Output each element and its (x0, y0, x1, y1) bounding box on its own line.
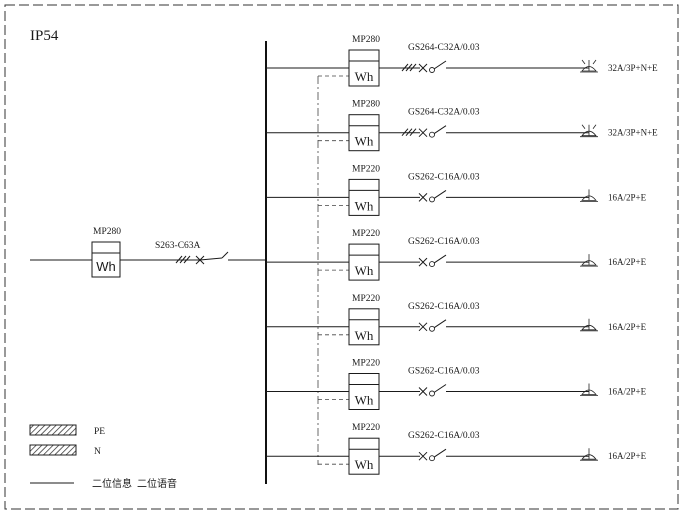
meter-symbol: Wh (355, 134, 374, 149)
incoming-breaker-poles (175, 255, 191, 264)
pole-tick (409, 128, 417, 137)
socket-icon (580, 383, 598, 396)
incoming-meter: MP280 Wh (91, 227, 121, 278)
meter-symbol: Wh (355, 69, 374, 84)
socket-rating: 16A/2P+E (608, 387, 647, 397)
breaker-blade (433, 319, 447, 329)
legend: PE N 二位信息 二位语音 (29, 424, 177, 490)
circuit-group: MP280WhGS264-C32A/0.0332A/3P+N+EMP280WhG… (266, 35, 658, 475)
breaker-cross (418, 257, 428, 267)
socket-rating: 16A/2P+E (608, 451, 647, 461)
socket-rating: 32A/3P+N+E (608, 128, 658, 138)
breaker-cross (418, 451, 428, 461)
breaker-contact (429, 455, 435, 462)
enclosure-label: IP54 (30, 28, 59, 44)
breaker-model: GS262-C16A/0.03 (408, 302, 480, 312)
breaker-model: GS262-C16A/0.03 (408, 237, 480, 247)
breaker-contact (429, 261, 435, 268)
socket-rating: 16A/2P+E (608, 192, 647, 202)
socket-rating: 32A/3P+N+E (608, 63, 658, 73)
breaker-contact (429, 131, 435, 138)
enclosure-border (4, 4, 679, 510)
meter-symbol: Wh (355, 198, 374, 213)
breaker-model: GS264-C32A/0.03 (408, 43, 480, 53)
pole-tick (409, 63, 417, 72)
socket-icon (580, 189, 598, 202)
n-swatch (29, 444, 77, 456)
meter-symbol: Wh (355, 263, 374, 278)
socket-rating: 16A/2P+E (608, 257, 647, 267)
socket-icon (580, 59, 598, 73)
incoming-meter-symbol: Wh (96, 259, 116, 274)
socket-icon (580, 254, 598, 267)
meter-symbol: Wh (355, 457, 374, 472)
breaker-blade (433, 448, 447, 458)
pole-tick (405, 63, 413, 72)
pe-label: PE (94, 427, 105, 437)
meter-symbol: Wh (355, 328, 374, 343)
breaker-blade (433, 125, 447, 135)
breaker-cross (418, 387, 428, 396)
pole-tick (401, 128, 409, 137)
breaker-blade (433, 384, 447, 393)
breaker-model: GS264-C32A/0.03 (408, 108, 480, 118)
breaker-model: GS262-C16A/0.03 (408, 431, 480, 441)
meter-model: MP280 (352, 35, 380, 45)
incoming-meter-model: MP280 (93, 227, 121, 237)
breaker-contact (429, 325, 435, 332)
meter-model: MP220 (352, 294, 380, 304)
socket-icon (580, 318, 598, 332)
incoming-breaker-model: S263-C63A (155, 241, 201, 251)
pe-swatch (29, 424, 77, 436)
meter-model: MP220 (352, 229, 380, 239)
breaker-blade (433, 60, 447, 70)
breaker-contact (429, 390, 435, 397)
breaker-cross (418, 322, 428, 332)
breaker-contact (429, 196, 435, 203)
meter-model: MP220 (352, 423, 380, 433)
meter-symbol: Wh (355, 393, 374, 408)
breaker-blade (433, 189, 447, 199)
socket-icon (580, 448, 598, 461)
pole-tick (401, 63, 409, 72)
socket-rating: 16A/2P+E (608, 322, 647, 332)
breaker-model: GS262-C16A/0.03 (408, 367, 480, 377)
incoming-breaker-switch (195, 251, 229, 265)
socket-icon (580, 124, 598, 138)
meter-model: MP280 (352, 100, 380, 110)
meter-model: MP220 (352, 164, 380, 174)
breaker-blade (433, 254, 447, 264)
pole-tick (405, 128, 413, 137)
breaker-contact (429, 67, 435, 73)
legend-line-label: 二位信息 二位语音 (92, 477, 177, 490)
n-label: N (94, 447, 101, 457)
breaker-cross (418, 128, 428, 138)
breaker-cross (418, 193, 428, 202)
breaker-cross (418, 63, 428, 73)
breaker-model: GS262-C16A/0.03 (408, 172, 480, 182)
meter-model: MP220 (352, 359, 380, 369)
